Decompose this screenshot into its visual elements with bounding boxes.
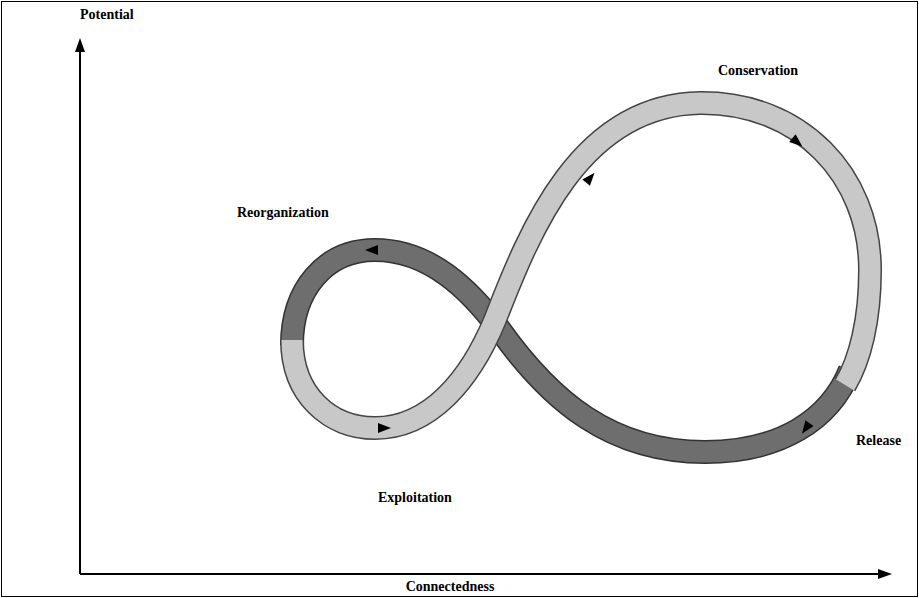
figure-eight-band: [292, 103, 870, 452]
phase-label: Release: [856, 434, 901, 448]
phase-label: Exploitation: [378, 491, 452, 505]
axis-title: Potential: [80, 8, 134, 22]
axes: [75, 38, 892, 579]
axis-title: Connectedness: [406, 580, 495, 594]
phase-label: Reorganization: [237, 206, 329, 220]
phase-label: Conservation: [718, 64, 798, 78]
direction-arrows: [365, 134, 814, 436]
